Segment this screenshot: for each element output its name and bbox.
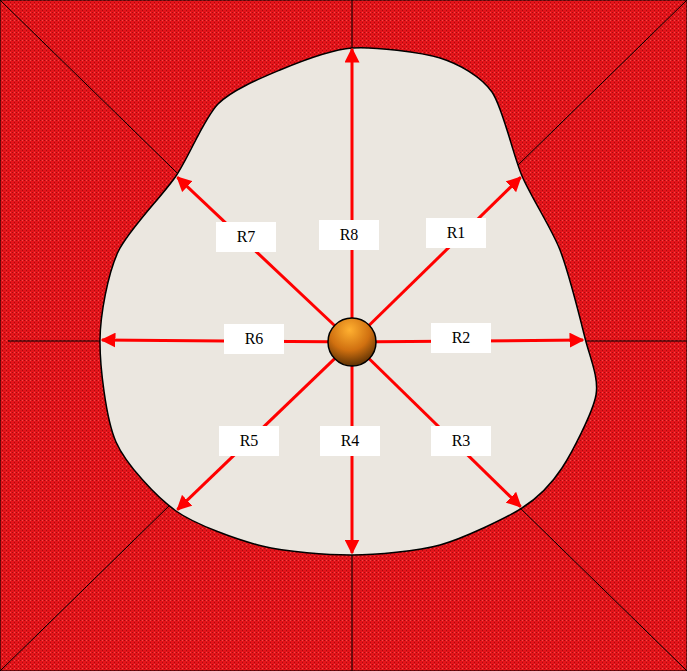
radius-arrow [351, 366, 354, 553]
radius-label: R7 [237, 229, 256, 245]
radius-label-box: R4 [320, 426, 380, 456]
radius-label-box: R6 [224, 324, 284, 354]
radius-label: R4 [341, 433, 360, 449]
radius-arrow [177, 359, 334, 510]
radius-label: R6 [245, 331, 264, 347]
radius-arrow [369, 177, 520, 325]
radius-label-box: R7 [216, 222, 276, 252]
radius-label: R3 [452, 433, 471, 449]
radius-arrow [351, 49, 354, 318]
radius-label: R1 [447, 225, 466, 241]
radius-arrow [177, 177, 334, 325]
radius-label-box: R2 [431, 323, 491, 353]
center-ball [328, 318, 376, 366]
radius-arrow [102, 340, 328, 342]
radius-label-box: R5 [219, 426, 279, 456]
radius-label-box: R3 [431, 426, 491, 456]
radius-label-box: R8 [319, 220, 379, 250]
radius-label-box: R1 [426, 218, 486, 248]
radius-label: R2 [452, 330, 471, 346]
radius-label: R8 [340, 227, 359, 243]
cross-section-blob [100, 48, 597, 555]
radius-label: R5 [240, 433, 259, 449]
radius-arrow [369, 359, 520, 507]
